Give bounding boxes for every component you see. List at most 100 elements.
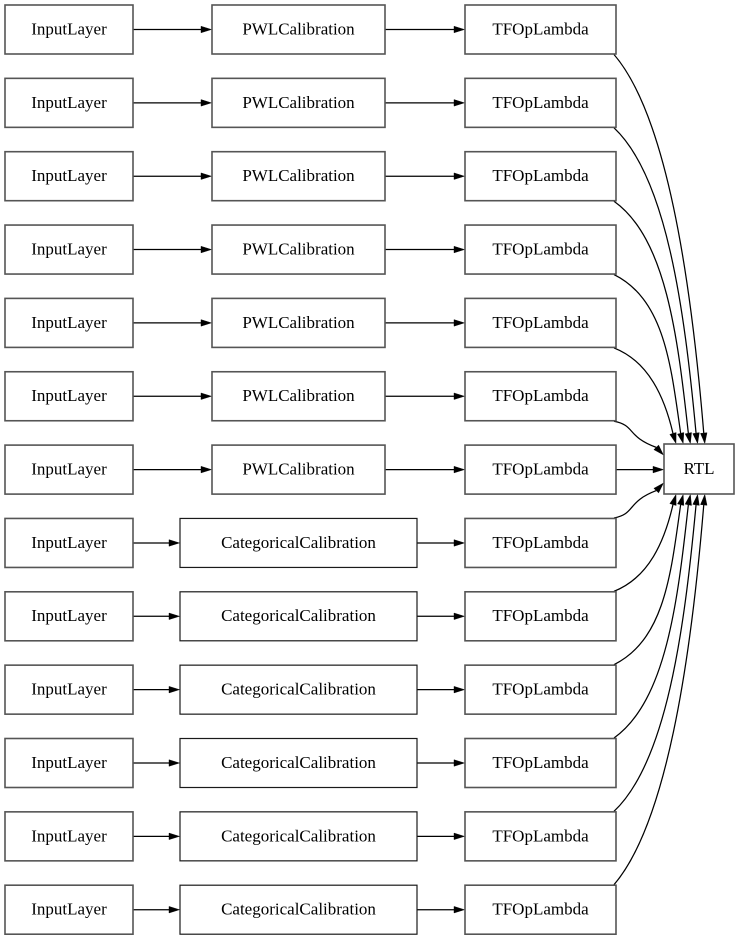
edge-arrow-rtl-6 — [652, 466, 665, 474]
node-categorical-calibration-12[interactable]: CategoricalCalibration — [179, 884, 418, 935]
node-categorical-calibration-8-label: CategoricalCalibration — [221, 606, 376, 625]
node-categorical-calibration-8[interactable]: CategoricalCalibration — [179, 591, 418, 642]
node-input-layer-8-label: InputLayer — [31, 606, 107, 625]
edge-arrow-op-5 — [453, 392, 466, 400]
node-tfoplambda-7-label: TFOpLambda — [492, 533, 589, 552]
edge-arrow-op-9 — [453, 686, 466, 694]
node-input-layer-10[interactable]: InputLayer — [4, 737, 134, 789]
node-input-layer-11-label: InputLayer — [31, 826, 107, 845]
node-categorical-calibration-11[interactable]: CategoricalCalibration — [179, 811, 418, 862]
node-tfoplambda-2-rect — [464, 150, 617, 202]
node-pwl-calibration-0[interactable]: PWLCalibration — [211, 4, 386, 55]
node-input-layer-2-rect — [4, 150, 134, 202]
node-tfoplambda-4[interactable]: TFOpLambda — [464, 297, 617, 349]
node-tfoplambda-8-label: TFOpLambda — [492, 606, 589, 625]
node-tfoplambda-8-rect — [464, 590, 617, 642]
node-tfoplambda-5[interactable]: TFOpLambda — [464, 370, 617, 422]
edge-arrow-op-2 — [453, 172, 466, 180]
node-categorical-calibration-10-label: CategoricalCalibration — [221, 753, 376, 772]
node-input-layer-2[interactable]: InputLayer — [4, 150, 134, 202]
node-tfoplambda-0-label: TFOpLambda — [492, 19, 589, 38]
node-tfoplambda-2-label: TFOpLambda — [492, 166, 589, 185]
edge-op-to-rtl-4 — [613, 347, 674, 434]
node-pwl-calibration-3[interactable]: PWLCalibration — [211, 224, 386, 275]
node-input-layer-1[interactable]: InputLayer — [4, 77, 134, 129]
node-input-layer-5-label: InputLayer — [31, 386, 107, 405]
node-input-layer-4[interactable]: InputLayer — [4, 297, 134, 349]
edge-arrow-rtl-10 — [684, 493, 692, 506]
edge-op-to-rtl-0 — [613, 54, 705, 434]
node-pwl-calibration-1[interactable]: PWLCalibration — [211, 77, 386, 129]
node-pwl-calibration-4[interactable]: PWLCalibration — [211, 297, 386, 349]
node-input-layer-6[interactable]: InputLayer — [4, 444, 134, 495]
node-input-layer-1-rect — [4, 77, 134, 129]
node-tfoplambda-2[interactable]: TFOpLambda — [464, 150, 617, 202]
node-input-layer-11[interactable]: InputLayer — [4, 811, 134, 862]
node-tfoplambda-10[interactable]: TFOpLambda — [464, 737, 617, 789]
edge-op-to-rtl-12 — [613, 504, 705, 886]
node-input-layer-7-rect — [4, 517, 134, 569]
node-input-layer-12[interactable]: InputLayer — [4, 884, 134, 936]
node-tfoplambda-6-rect — [464, 444, 617, 495]
node-input-layer-4-label: InputLayer — [31, 313, 107, 332]
edge-arrow-calibration-5 — [200, 392, 213, 400]
node-input-layer-10-label: InputLayer — [31, 753, 107, 772]
node-pwl-calibration-5[interactable]: PWLCalibration — [211, 370, 386, 422]
node-input-layer-12-label: InputLayer — [31, 900, 107, 919]
node-categorical-calibration-10[interactable]: CategoricalCalibration — [179, 737, 418, 789]
edge-arrow-op-4 — [453, 319, 466, 327]
node-input-layer-0-rect — [4, 4, 134, 55]
edge-op-to-rtl-9 — [613, 504, 682, 666]
node-pwl-calibration-4-label: PWLCalibration — [242, 313, 355, 332]
node-tfoplambda-9[interactable]: TFOpLambda — [464, 664, 617, 715]
edge-arrow-op-0 — [453, 25, 466, 34]
node-input-layer-8[interactable]: InputLayer — [4, 590, 134, 642]
node-input-layer-7[interactable]: InputLayer — [4, 517, 134, 569]
node-input-layer-8-rect — [4, 590, 134, 642]
edge-arrow-rtl-1 — [692, 432, 700, 445]
node-categorical-calibration-9-label: CategoricalCalibration — [221, 680, 376, 699]
node-tfoplambda-6[interactable]: TFOpLambda — [464, 444, 617, 495]
node-categorical-calibration-7[interactable]: CategoricalCalibration — [179, 517, 418, 569]
node-input-layer-7-label: InputLayer — [31, 533, 107, 552]
edge-arrow-calibration-3 — [200, 245, 213, 254]
edge-op-to-rtl-10 — [613, 504, 689, 739]
node-pwl-calibration-5-label: PWLCalibration — [242, 386, 355, 405]
node-pwl-calibration-4-rect — [211, 297, 386, 349]
edge-arrow-calibration-11 — [168, 832, 181, 840]
edge-op-to-rtl-5 — [613, 420, 657, 448]
node-pwl-calibration-6-rect — [211, 444, 386, 495]
node-tfoplambda-7[interactable]: TFOpLambda — [464, 517, 617, 569]
edge-arrow-rtl-3 — [677, 432, 685, 445]
node-tfoplambda-10-rect — [464, 737, 617, 789]
node-tfoplambda-3[interactable]: TFOpLambda — [464, 224, 617, 275]
node-categorical-calibration-11-label: CategoricalCalibration — [221, 826, 376, 845]
node-input-layer-5[interactable]: InputLayer — [4, 370, 134, 422]
node-tfoplambda-4-rect — [464, 297, 617, 349]
node-tfoplambda-3-rect — [464, 224, 617, 275]
node-pwl-calibration-6[interactable]: PWLCalibration — [211, 444, 386, 495]
node-tfoplambda-9-label: TFOpLambda — [492, 680, 589, 699]
node-pwl-calibration-2-label: PWLCalibration — [242, 166, 355, 185]
node-tfoplambda-6-label: TFOpLambda — [492, 460, 589, 479]
node-categorical-calibration-9[interactable]: CategoricalCalibration — [179, 664, 418, 715]
node-tfoplambda-3-label: TFOpLambda — [492, 239, 589, 258]
node-tfoplambda-11[interactable]: TFOpLambda — [464, 811, 617, 862]
node-pwl-calibration-2[interactable]: PWLCalibration — [211, 150, 386, 202]
node-tfoplambda-11-rect — [464, 811, 617, 862]
node-categorical-calibration-7-rect — [179, 517, 418, 569]
node-categorical-calibration-9-rect — [179, 664, 418, 715]
node-input-layer-9-label: InputLayer — [31, 680, 107, 699]
edge-op-to-rtl-7 — [613, 490, 657, 519]
node-tfoplambda-8[interactable]: TFOpLambda — [464, 590, 617, 642]
node-input-layer-3[interactable]: InputLayer — [4, 224, 134, 275]
node-input-layer-0[interactable]: InputLayer — [4, 4, 134, 55]
node-tfoplambda-1[interactable]: TFOpLambda — [464, 77, 617, 129]
node-tfoplambda-5-label: TFOpLambda — [492, 386, 589, 405]
node-tfoplambda-0[interactable]: TFOpLambda — [464, 4, 617, 55]
node-input-layer-1-label: InputLayer — [31, 93, 107, 112]
node-tfoplambda-12[interactable]: TFOpLambda — [464, 884, 617, 936]
node-input-layer-12-rect — [4, 884, 134, 936]
node-input-layer-9[interactable]: InputLayer — [4, 664, 134, 715]
node-rtl[interactable]: RTL — [663, 443, 735, 495]
